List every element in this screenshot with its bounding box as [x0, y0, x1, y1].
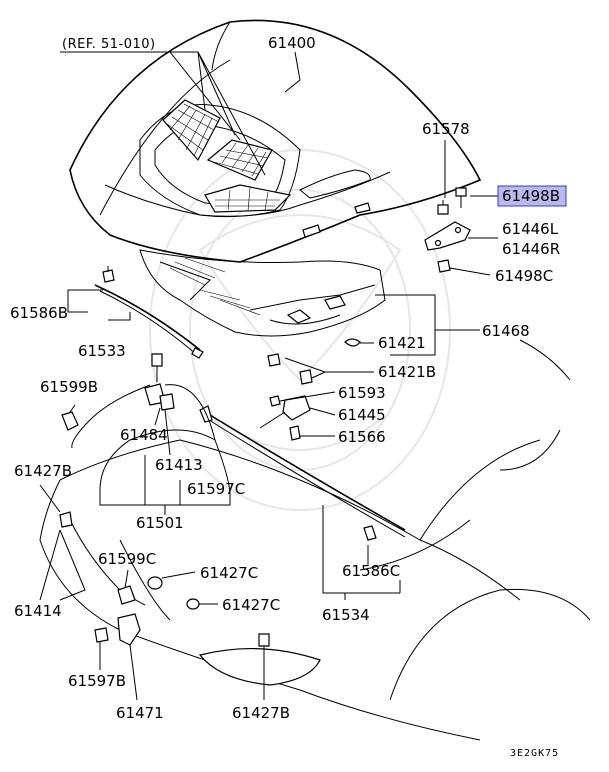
hood-slots — [302, 202, 371, 238]
callout-61586C[interactable]: 61586C — [342, 562, 400, 580]
callout-61566[interactable]: 61566 — [338, 428, 386, 446]
callout-61534[interactable]: 61534 — [322, 606, 370, 624]
callout-61427B-upper[interactable]: 61427B — [14, 462, 72, 480]
callout-61586B[interactable]: 61586B — [10, 304, 68, 322]
reference-label: (REF. 51-010) — [62, 37, 156, 52]
callout-61484[interactable]: 61484 — [120, 426, 168, 444]
callout-61446L[interactable]: 61446L — [502, 220, 559, 238]
clip-61599B — [61, 411, 79, 431]
callout-61597B[interactable]: 61597B — [68, 672, 126, 690]
callout-61421[interactable]: 61421 — [378, 334, 426, 352]
callout-61427C-lower[interactable]: 61427C — [222, 596, 280, 614]
callout-61501[interactable]: 61501 — [136, 514, 184, 532]
callout-61498B[interactable]: 61498B — [502, 187, 560, 205]
callout-61427C-upper[interactable]: 61427C — [200, 564, 258, 582]
callout-61445[interactable]: 61445 — [338, 406, 386, 424]
bolt-61578 — [437, 200, 449, 215]
clip-61421B — [267, 353, 313, 385]
cable-bracket-61484 — [144, 383, 175, 411]
clip-61593 — [269, 395, 281, 407]
callout-61414[interactable]: 61414 — [14, 602, 62, 620]
callout-61533[interactable]: 61533 — [78, 342, 126, 360]
figure-code: 3E2GK75 — [510, 748, 559, 759]
bolt-61498B — [455, 187, 467, 208]
clip-61586B — [102, 266, 115, 283]
clip-61586C — [363, 525, 377, 541]
latch-61445 — [259, 395, 311, 429]
callout-61578[interactable]: 61578 — [422, 120, 470, 138]
car-body-outline — [39, 339, 591, 741]
clip-61427B-upper — [59, 511, 73, 528]
hood-vent-mesh-lower — [204, 184, 292, 213]
bolt-61597C — [151, 353, 163, 382]
highlight-61498B — [497, 185, 567, 207]
callout-61599B[interactable]: 61599B — [40, 378, 98, 396]
hood-hinge-61446 — [424, 221, 471, 251]
callout-61468[interactable]: 61468 — [482, 322, 530, 340]
callout-61498C[interactable]: 61498C — [495, 267, 553, 285]
hood-panel — [69, 19, 482, 263]
clip-61427C-b — [186, 598, 200, 610]
hood-vent-mesh-left — [162, 99, 221, 162]
hood-insulator — [139, 249, 386, 337]
clip-61427C-a — [147, 576, 163, 590]
lock-61471 — [117, 613, 141, 646]
cowl-seal-61534 — [199, 405, 406, 538]
release-cable-61413 — [69, 384, 231, 606]
callout-61413[interactable]: 61413 — [155, 456, 203, 474]
callout-61597C[interactable]: 61597C — [187, 480, 245, 498]
callout-61427B-lower[interactable]: 61427B — [232, 704, 290, 722]
release-lever-61599C — [117, 585, 136, 605]
nut-61498C — [437, 259, 451, 273]
callout-61599C[interactable]: 61599C — [98, 550, 156, 568]
bolt-61597B — [94, 627, 109, 643]
hood-vent-mesh-right — [206, 139, 273, 181]
callout-61446R[interactable]: 61446R — [502, 240, 560, 258]
clip-61427B-lower — [258, 633, 270, 647]
hood-seal-strip-61533 — [94, 284, 204, 359]
leader-lines — [39, 51, 498, 701]
callout-61421B[interactable]: 61421B — [378, 363, 436, 381]
bolt-61566 — [289, 425, 301, 441]
callout-61471[interactable]: 61471 — [116, 704, 164, 722]
clip-61421 — [344, 338, 361, 347]
callout-61400[interactable]: 61400 — [268, 34, 316, 52]
callout-61593[interactable]: 61593 — [338, 384, 386, 402]
